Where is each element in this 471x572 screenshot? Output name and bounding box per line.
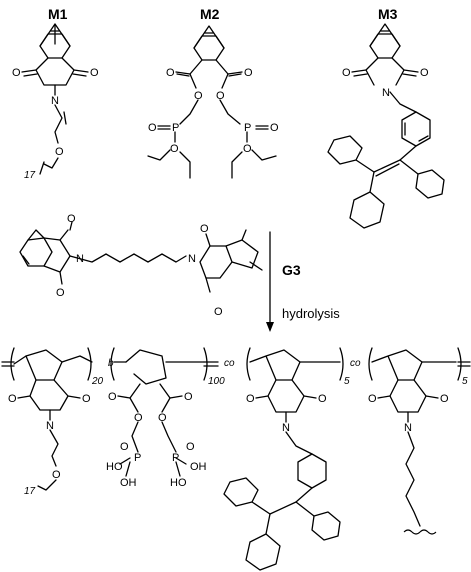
poly3-o-left: O: [246, 393, 255, 405]
block-b: b: [108, 358, 114, 369]
monomer-label-m3: M3: [378, 6, 398, 22]
crosslinker-n-1: N: [188, 253, 196, 265]
reaction-arrow: [266, 231, 274, 332]
block-n4: 5: [462, 376, 468, 387]
poly2-co-o-left: O: [108, 391, 117, 403]
m3-oxygen-right: O: [420, 67, 429, 79]
poly1-o-right: O: [82, 393, 91, 405]
poly3-o-right: O: [318, 393, 327, 405]
poly2-ho-left: HO: [106, 461, 123, 473]
m1-peg-repeat: 17: [24, 170, 36, 181]
m2-p-left: P: [172, 122, 179, 134]
monomer-m2-structure: [147, 25, 277, 179]
poly2-po-left: O: [120, 441, 129, 453]
block-n2: 100: [208, 376, 225, 387]
poly4-o-left: O: [368, 393, 377, 405]
poly4-nitrogen: N: [404, 422, 412, 434]
polymer-backbone: [1, 347, 471, 571]
crosslinker-n-2: N: [76, 253, 84, 265]
block-co-1: co: [224, 358, 235, 369]
m2-p-right: P: [244, 122, 251, 134]
m2-carbonyl-o-left: O: [166, 67, 175, 79]
m1-oxygen-right: O: [90, 67, 99, 79]
m3-oxygen-left: O: [342, 67, 351, 79]
m2-ester-o-left: O: [194, 90, 203, 102]
poly2-co-o-right: O: [184, 391, 193, 403]
crosslinker-o-3: O: [200, 223, 209, 235]
m1-oxygen-left: O: [12, 67, 21, 79]
m2-po-o-left: O: [148, 122, 157, 134]
m2-po-o-right: O: [270, 122, 279, 134]
m2-carbonyl-o-right: O: [244, 67, 253, 79]
m3-nitrogen: N: [382, 87, 390, 99]
m1-peg-oxygen: O: [55, 146, 64, 158]
poly3-nitrogen: N: [282, 422, 290, 434]
crosslinker-o-4: O: [214, 306, 223, 318]
poly2-oh-left: OH: [120, 477, 137, 489]
poly1-o-left: O: [8, 393, 17, 405]
poly2-p-left: P: [134, 452, 141, 464]
poly1-peg-oxygen: O: [52, 469, 61, 481]
poly2-p-right: P: [172, 452, 179, 464]
crosslinker-o-2: O: [56, 287, 65, 299]
monomer-label-m1: M1: [48, 6, 68, 22]
hydrolysis-label: hydrolysis: [282, 306, 340, 321]
monomer-label-m2: M2: [200, 6, 220, 22]
crosslinker-o-1: O: [67, 213, 76, 225]
poly1-nitrogen: N: [46, 420, 54, 432]
poly2-ester-o-left: O: [134, 412, 143, 424]
monomer-m3-structure: [327, 23, 445, 229]
monomer-m1-structure: [21, 23, 89, 175]
poly1-peg-repeat: 17: [24, 486, 36, 497]
poly2-ester-o-right: O: [158, 412, 167, 424]
m2-ester-o-right: O: [216, 90, 225, 102]
poly2-ho-right: HO: [170, 477, 187, 489]
crosslinker-structure: [19, 221, 263, 293]
m2-ethoxy-o-right: O: [243, 143, 252, 155]
m1-nitrogen: N: [51, 95, 59, 107]
m2-ethoxy-o-left: O: [170, 143, 179, 155]
poly4-o-right: O: [440, 393, 449, 405]
block-n1: 20: [91, 376, 104, 387]
block-n3: 5: [344, 376, 350, 387]
poly2-oh-right: OH: [190, 461, 207, 473]
block-co-2: co: [350, 358, 361, 369]
poly2-po-right: O: [186, 441, 195, 453]
catalyst-label: G3: [282, 262, 301, 278]
